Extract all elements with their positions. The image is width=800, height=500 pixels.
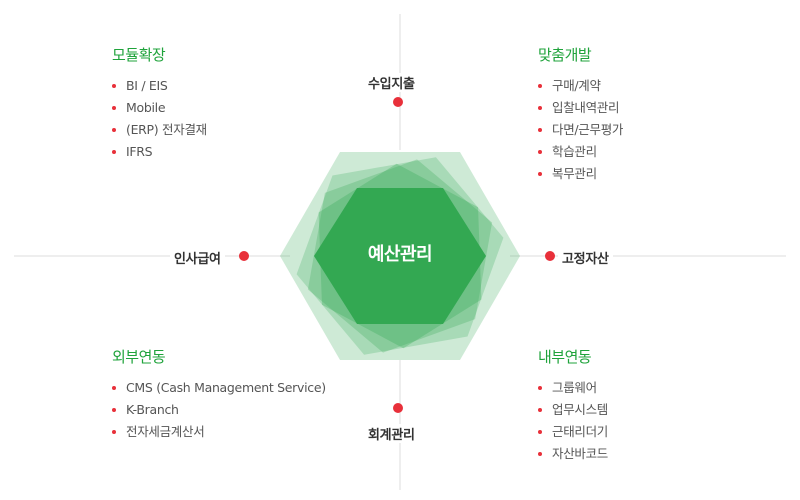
bullet-dot <box>112 150 116 154</box>
list-item-label: (ERP) 전자결재 <box>126 122 207 137</box>
bullet-dot <box>538 106 542 110</box>
list-item-label: 그룹웨어 <box>552 380 597 395</box>
list-item-label: IFRS <box>126 144 153 159</box>
list-item: (ERP) 전자결재 <box>112 119 207 141</box>
list-item-label: 전자세금계산서 <box>126 424 205 439</box>
bullet-dot <box>112 106 116 110</box>
list-item-label: 학습관리 <box>552 144 597 159</box>
node-dot-bottom <box>393 403 403 413</box>
bullet-dot <box>538 150 542 154</box>
group-title: 내부연동 <box>538 348 592 366</box>
node-dot-right <box>545 251 555 261</box>
group-internal-integration: 내부연동 그룹웨어 업무시스템 근태리더기 자산바코드 <box>538 346 608 465</box>
list-item: K-Branch <box>112 399 326 421</box>
node-label-right: 고정자산 <box>558 248 613 267</box>
list-item-label: BI / EIS <box>126 78 168 93</box>
node-label-left: 인사급여 <box>170 248 225 267</box>
node-dot-top <box>393 97 403 107</box>
list-item-label: 다면/근무평가 <box>552 122 624 137</box>
list-item-label: 근태리더기 <box>552 424 609 439</box>
group-module-extension: 모듈확장 BI / EIS Mobile (ERP) 전자결재 IFRS <box>112 44 207 163</box>
bullet-dot <box>538 452 542 456</box>
node-label-bottom: 회계관리 <box>364 424 419 443</box>
group-external-integration: 외부연동 CMS (Cash Management Service) K-Bra… <box>112 346 326 443</box>
hexagon-stack <box>280 152 520 360</box>
list-item-label: 업무시스템 <box>552 402 609 417</box>
list-item: 업무시스템 <box>538 399 608 421</box>
list-item-label: 자산바코드 <box>552 446 609 461</box>
group-list: 그룹웨어 업무시스템 근태리더기 자산바코드 <box>538 377 608 465</box>
group-title: 모듈확장 <box>112 46 166 64</box>
node-dot-left <box>239 251 249 261</box>
group-custom-development: 맞춤개발 구매/계약 입찰내역관리 다면/근무평가 학습관리 복무관리 <box>538 44 623 185</box>
bullet-dot <box>538 386 542 390</box>
bullet-dot <box>112 408 116 412</box>
list-item: 그룹웨어 <box>538 377 608 399</box>
group-list: CMS (Cash Management Service) K-Branch 전… <box>112 377 326 443</box>
group-title: 외부연동 <box>112 348 166 366</box>
list-item-label: 입찰내역관리 <box>552 100 620 115</box>
list-item-label: CMS (Cash Management Service) <box>126 380 326 395</box>
list-item-label: 복무관리 <box>552 166 597 181</box>
list-item: CMS (Cash Management Service) <box>112 377 326 399</box>
node-label-top: 수입지출 <box>364 73 419 92</box>
list-item-label: Mobile <box>126 100 166 115</box>
list-item: IFRS <box>112 141 207 163</box>
bullet-dot <box>112 430 116 434</box>
bullet-dot <box>538 84 542 88</box>
list-item-label: K-Branch <box>126 402 179 417</box>
list-item: 학습관리 <box>538 141 623 163</box>
bullet-dot <box>538 430 542 434</box>
list-item: 복무관리 <box>538 163 623 185</box>
group-list: 구매/계약 입찰내역관리 다면/근무평가 학습관리 복무관리 <box>538 75 623 185</box>
hexagon-core <box>314 188 486 324</box>
bullet-dot <box>538 408 542 412</box>
group-title: 맞춤개발 <box>538 46 592 64</box>
list-item: 근태리더기 <box>538 421 608 443</box>
list-item: Mobile <box>112 97 207 119</box>
center-title: 예산관리 <box>367 244 433 265</box>
list-item: BI / EIS <box>112 75 207 97</box>
list-item: 구매/계약 <box>538 75 623 97</box>
bullet-dot <box>538 128 542 132</box>
list-item: 입찰내역관리 <box>538 97 623 119</box>
group-list: BI / EIS Mobile (ERP) 전자결재 IFRS <box>112 75 207 163</box>
list-item: 전자세금계산서 <box>112 421 326 443</box>
bullet-dot <box>112 128 116 132</box>
list-item: 자산바코드 <box>538 443 608 465</box>
bullet-dot <box>112 84 116 88</box>
bullet-dot <box>112 386 116 390</box>
bullet-dot <box>538 172 542 176</box>
list-item: 다면/근무평가 <box>538 119 623 141</box>
list-item-label: 구매/계약 <box>552 78 601 93</box>
